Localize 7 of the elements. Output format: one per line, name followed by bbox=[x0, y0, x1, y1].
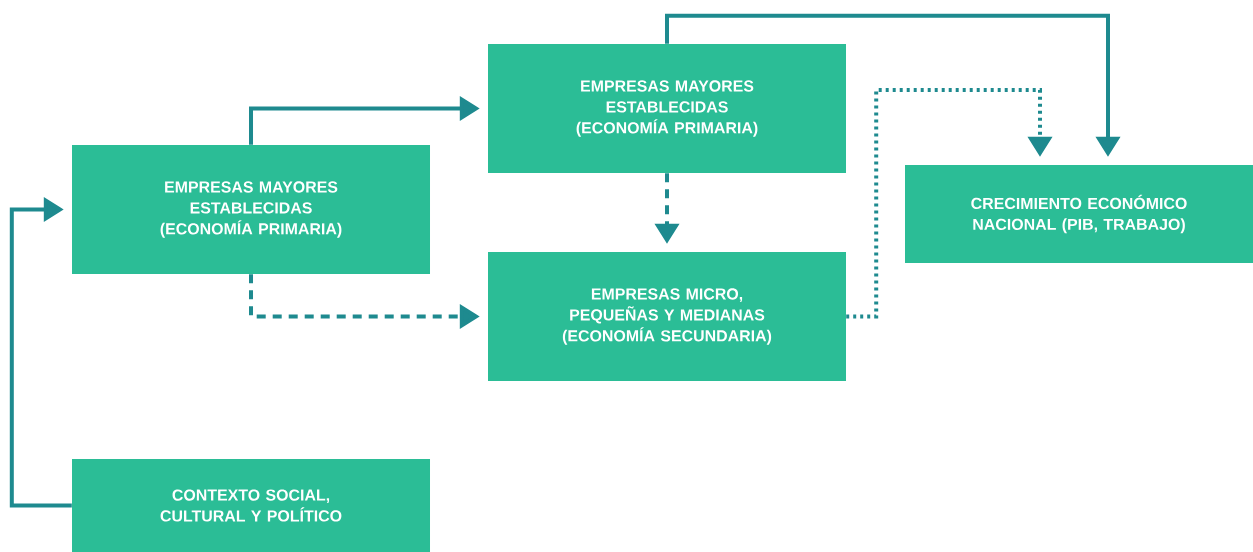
process-box: EMPRESAS MAYORES ESTABLECIDAS (ECONOMÍA PRIMARIA) bbox=[488, 44, 846, 173]
process-box: EMPRESAS MICRO, PEQUEÑAS Y MEDIANAS (ECONOMÍA SECUNDARIA) bbox=[488, 252, 846, 381]
process-box: CRECIMIENTO ECONÓMICO NACIONAL (PIB, TRABAJO) bbox=[905, 165, 1253, 263]
process-box: EMPRESAS MAYORES ESTABLECIDAS (ECONOMÍA PRIMARIA) bbox=[72, 145, 430, 274]
process-box: CONTEXTO SOCIAL, CULTURAL Y POLÍTICO bbox=[72, 459, 430, 552]
arrow bbox=[846, 88, 1053, 319]
arrow bbox=[9, 196, 72, 508]
